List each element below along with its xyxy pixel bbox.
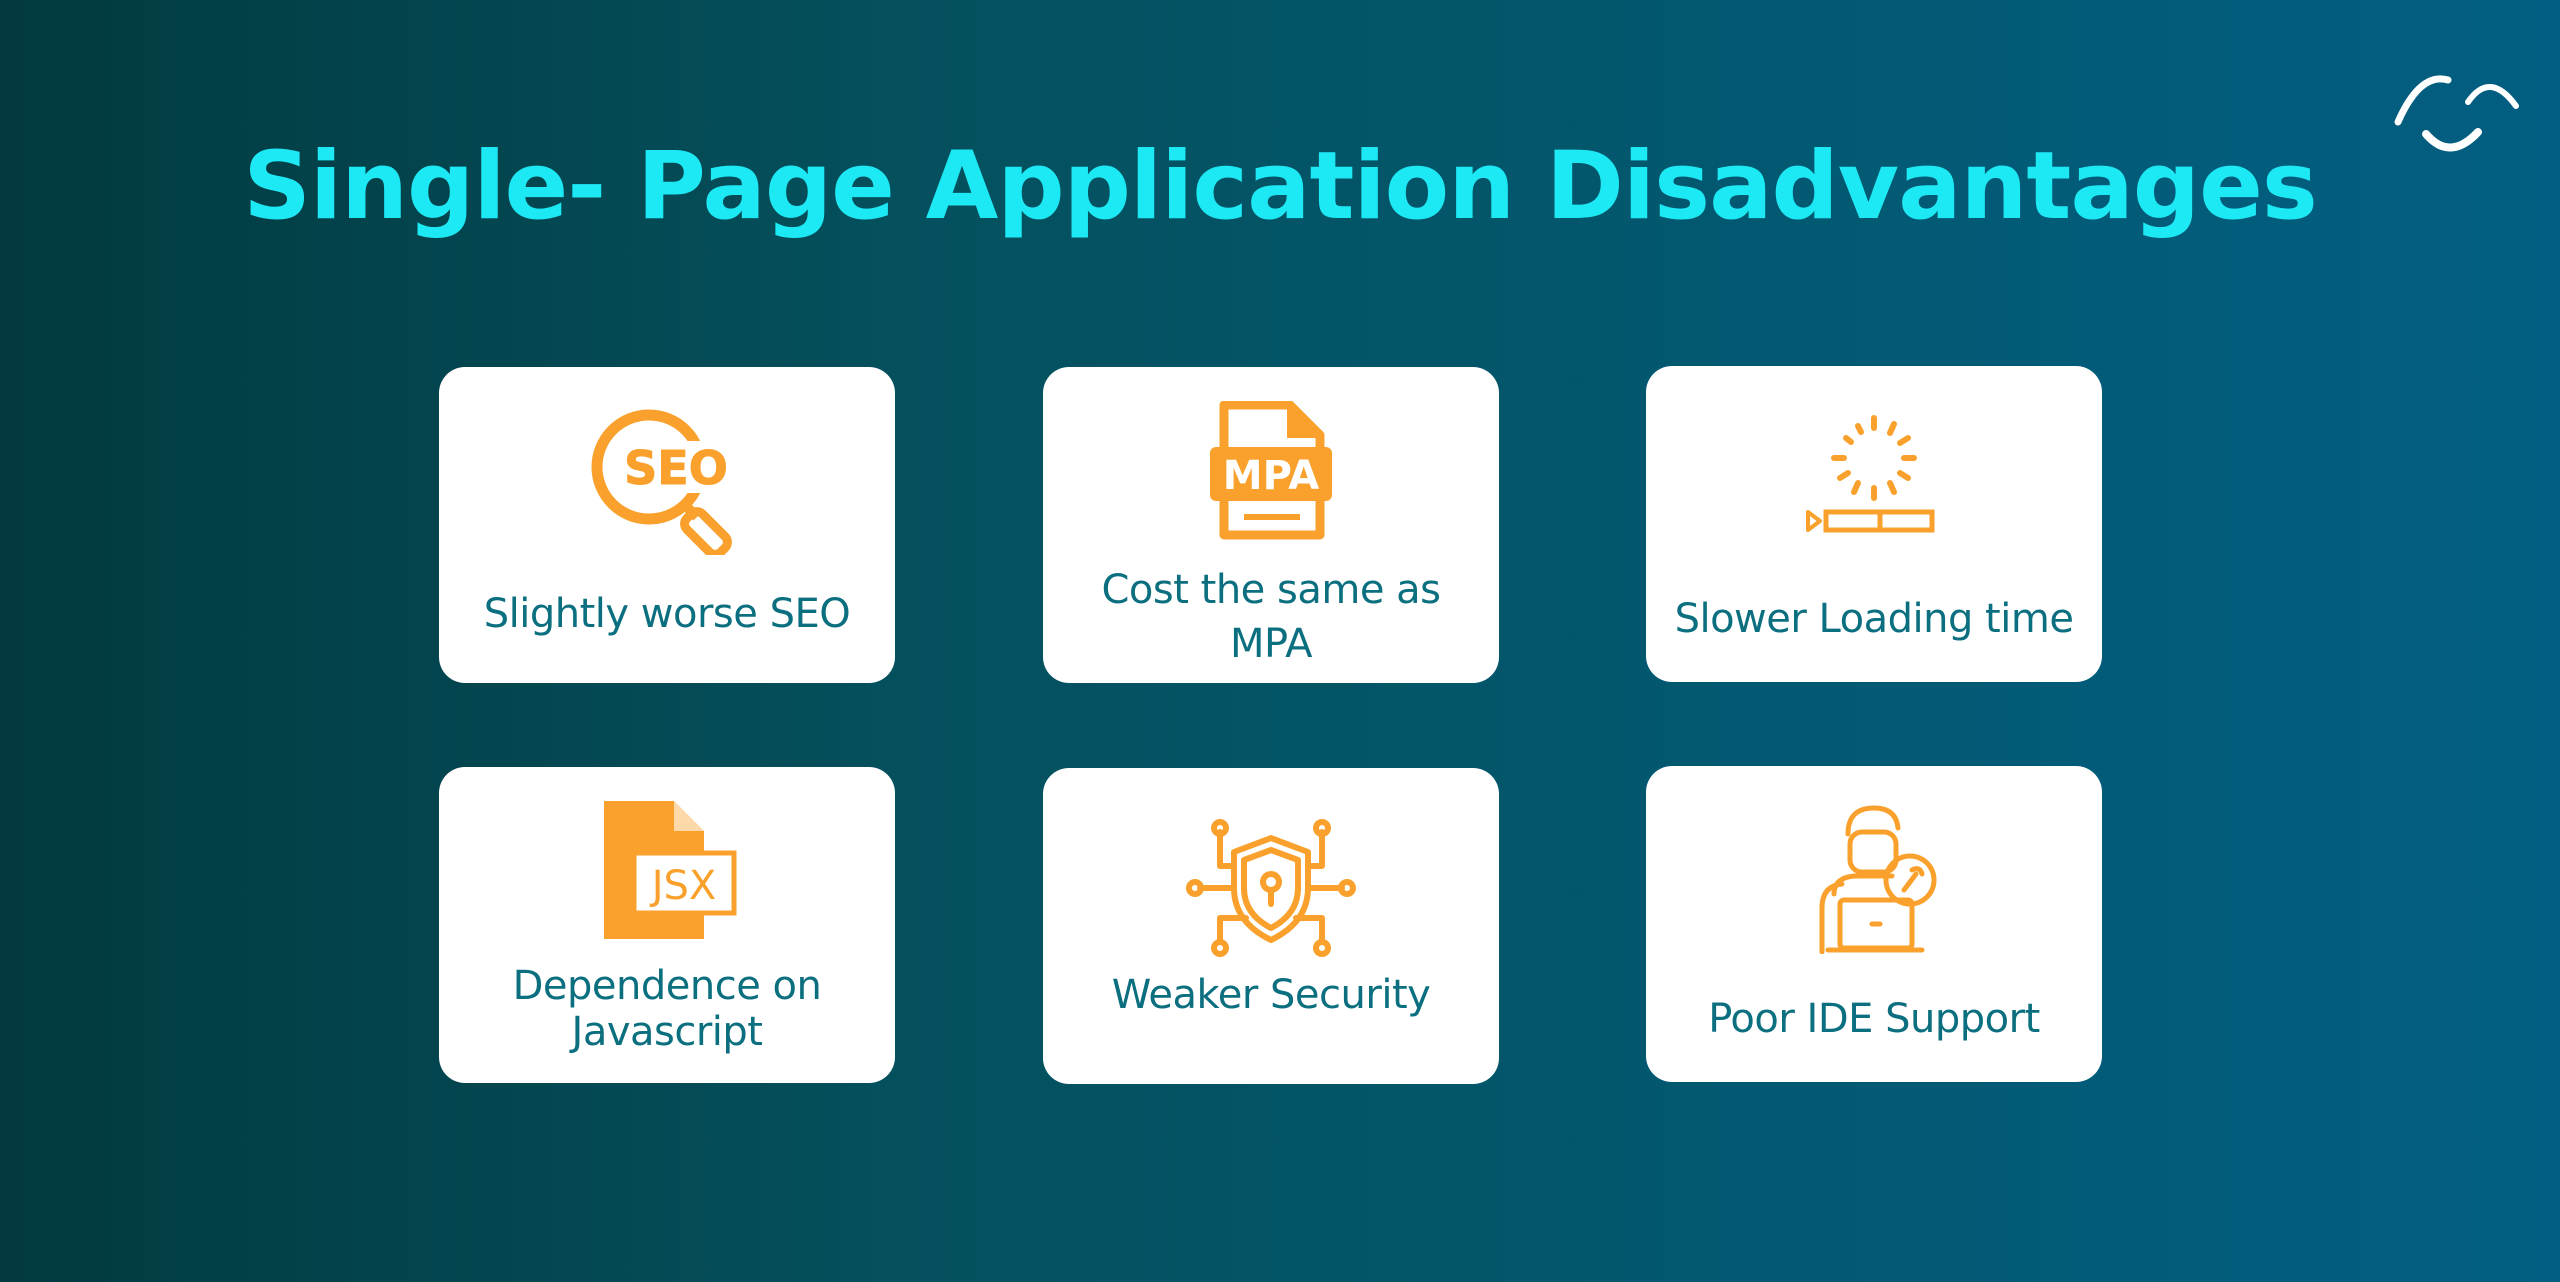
card-label: Weaker Security <box>1111 972 1431 1018</box>
card-slightly-worse-seo: SEO Slightly worse SEO <box>439 367 895 683</box>
svg-text:MPA: MPA <box>1223 453 1319 499</box>
card-dependence-on-javascript: JSX Dependence on Javascript <box>439 767 895 1083</box>
jsx-file-icon: JSX <box>604 801 737 939</box>
card-cost-same-as-mpa: MPA Cost the same as MPA <box>1043 367 1499 683</box>
card-label-line-1: Dependence on <box>512 963 822 1009</box>
brand-logo-icon <box>2394 75 2519 152</box>
card-weaker-security: Weaker Security <box>1043 768 1499 1084</box>
loading-spinner-icon <box>1806 415 1935 533</box>
card-label: Slightly worse SEO <box>483 591 851 637</box>
card-slower-loading-time: Slower Loading time <box>1646 366 2102 682</box>
card-poor-ide-support: Poor IDE Support <box>1646 766 2102 1082</box>
svg-text:SEO: SEO <box>624 441 728 495</box>
mpa-file-icon: MPA <box>1210 401 1332 540</box>
page-title: Single- Page Application Disadvantages <box>243 132 2318 241</box>
svg-text:JSX: JSX <box>649 863 717 909</box>
card-label-line-1: Cost the same as <box>1101 567 1442 613</box>
card-label: Slower Loading time <box>1674 596 2074 642</box>
card-label: Cost the same as MPA <box>1053 563 1489 671</box>
seo-magnifier-icon: SEO <box>591 409 732 555</box>
card-label-line-2: MPA <box>1230 621 1312 667</box>
card-label-line-2: Javascript <box>571 1009 763 1055</box>
developer-support-icon <box>1819 805 1937 954</box>
card-label: Poor IDE Support <box>1708 996 2040 1042</box>
card-label: Dependence on Javascript <box>449 963 885 1055</box>
security-shield-icon <box>1186 819 1356 957</box>
